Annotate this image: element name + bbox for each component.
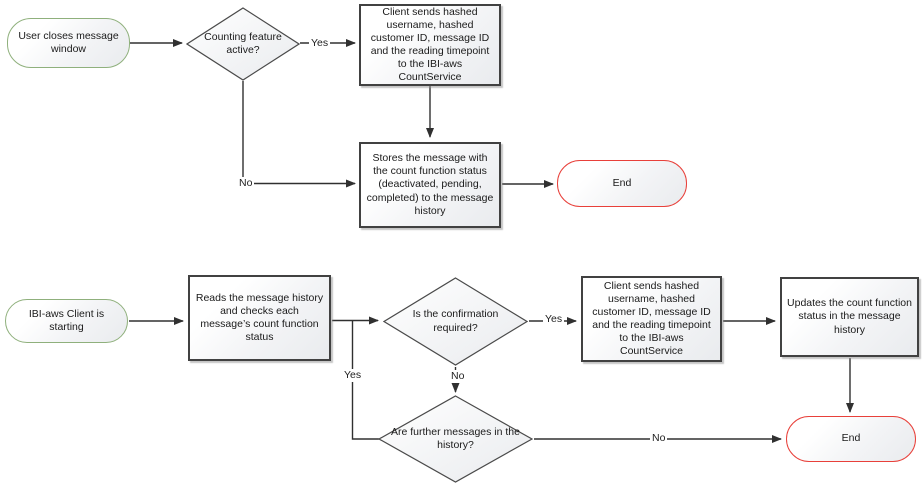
- process-stores-message: Stores the message with the count functi…: [359, 142, 501, 228]
- edge-label-further-yes: Yes: [342, 369, 364, 382]
- decision-counting-feature: Counting feature active?: [186, 7, 300, 81]
- edge-label-counting-no: No: [237, 177, 255, 190]
- decision-confirmation-required-label: Is the confirmation required?: [412, 308, 499, 334]
- edge-label-counting-yes: Yes: [309, 37, 331, 50]
- decision-counting-feature-label: Counting feature active?: [204, 30, 282, 56]
- process-client-sends-bottom-label: Client sends hashed username, hashed cus…: [592, 279, 711, 358]
- process-updates-status: Updates the count function status in the…: [780, 277, 919, 357]
- start-node-client-starting: IBI-aws Client is starting: [5, 299, 128, 343]
- decision-further-messages: Are further messages in the history?: [378, 395, 533, 483]
- process-reads-history: Reads the message history and checks eac…: [188, 275, 331, 361]
- edge-label-confirmation-no: No: [449, 370, 467, 383]
- terminator-end-bottom-label: End: [841, 432, 861, 445]
- start-node-user-closes: User closes message window: [7, 18, 130, 68]
- diamond-shape: [383, 277, 528, 366]
- start-node-client-starting-label: IBI-aws Client is starting: [28, 307, 105, 333]
- process-stores-message-label: Stores the message with the count functi…: [366, 152, 494, 217]
- decision-confirmation-required: Is the confirmation required?: [383, 277, 528, 366]
- terminator-end-top: End: [557, 160, 687, 207]
- terminator-end-top-label: End: [612, 176, 632, 189]
- process-client-sends-bottom: Client sends hashed username, hashed cus…: [581, 276, 722, 362]
- edge-label-further-no: No: [650, 432, 668, 445]
- process-reads-history-label: Reads the message history and checks eac…: [195, 291, 324, 344]
- start-node-user-closes-label: User closes message window: [18, 29, 119, 55]
- diamond-shape: [378, 395, 533, 483]
- terminator-end-bottom: End: [786, 416, 916, 462]
- process-client-sends-top: Client sends hashed username, hashed cus…: [359, 4, 501, 86]
- process-client-sends-top-label: Client sends hashed username, hashed cus…: [370, 5, 490, 84]
- process-updates-status-label: Updates the count function status in the…: [787, 297, 912, 336]
- decision-further-messages-label: Are further messages in the history?: [391, 425, 520, 451]
- edge-label-confirmation-yes: Yes: [543, 313, 565, 326]
- diamond-shape: [186, 7, 300, 81]
